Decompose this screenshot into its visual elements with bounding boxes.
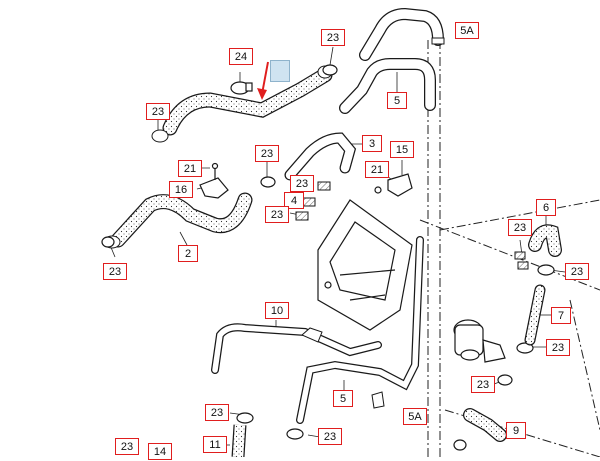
hose-7 xyxy=(524,284,546,346)
callout-5[interactable]: 5 xyxy=(387,92,407,109)
pipe-10 xyxy=(211,323,382,374)
callout-23[interactable]: 23 xyxy=(103,263,127,280)
bracket-15 xyxy=(374,173,413,197)
callout-23[interactable]: 23 xyxy=(508,219,532,236)
callout-16[interactable]: 16 xyxy=(169,181,193,198)
callout-23[interactable]: 23 xyxy=(318,428,342,445)
clips-4 xyxy=(295,181,529,270)
callout-23[interactable]: 23 xyxy=(115,438,139,455)
hose-3 xyxy=(284,132,357,181)
callout-6[interactable]: 6 xyxy=(536,199,556,216)
callout-4[interactable]: 4 xyxy=(284,192,304,209)
callout-3[interactable]: 3 xyxy=(362,135,382,152)
clamp-24 xyxy=(230,81,253,95)
callout-5a-top[interactable]: 5A xyxy=(455,22,479,39)
pipe-5-lower xyxy=(296,236,424,424)
hose-6 xyxy=(528,224,562,257)
callout-21[interactable]: 21 xyxy=(178,160,202,177)
clamps xyxy=(101,64,555,451)
callout-23[interactable]: 23 xyxy=(290,175,314,192)
callout-23[interactable]: 23 xyxy=(255,145,279,162)
callout-5[interactable]: 5 xyxy=(333,390,353,407)
bracket-16 xyxy=(199,162,229,199)
pump xyxy=(453,319,506,363)
callout-23[interactable]: 23 xyxy=(265,206,289,223)
highlighted-part[interactable] xyxy=(270,60,290,82)
callout-7[interactable]: 7 xyxy=(551,307,571,324)
callout-23[interactable]: 23 xyxy=(321,29,345,46)
hose-9 xyxy=(463,408,507,442)
callout-23[interactable]: 23 xyxy=(471,376,495,393)
callout-23[interactable]: 23 xyxy=(146,103,170,120)
callout-14[interactable]: 14 xyxy=(148,443,172,460)
callout-2[interactable]: 2 xyxy=(178,245,198,262)
red-arrow xyxy=(257,61,269,100)
callout-5a-lower[interactable]: 5A xyxy=(403,408,427,425)
callout-23[interactable]: 23 xyxy=(565,263,589,280)
hose-24 xyxy=(151,65,333,143)
callout-23[interactable]: 23 xyxy=(546,339,570,356)
callout-21[interactable]: 21 xyxy=(365,161,389,178)
callout-23[interactable]: 23 xyxy=(205,404,229,421)
reference-lines xyxy=(419,40,600,457)
heat-shield xyxy=(317,199,413,331)
callout-10[interactable]: 10 xyxy=(265,302,289,319)
hose-11 xyxy=(231,424,247,457)
hose-5-upper xyxy=(339,58,436,114)
callout-15[interactable]: 15 xyxy=(390,141,414,158)
hose-2 xyxy=(103,192,253,249)
callout-24[interactable]: 24 xyxy=(229,48,253,65)
hose-5a-top xyxy=(359,7,445,61)
callout-9[interactable]: 9 xyxy=(506,422,526,439)
callout-11[interactable]: 11 xyxy=(203,436,227,453)
